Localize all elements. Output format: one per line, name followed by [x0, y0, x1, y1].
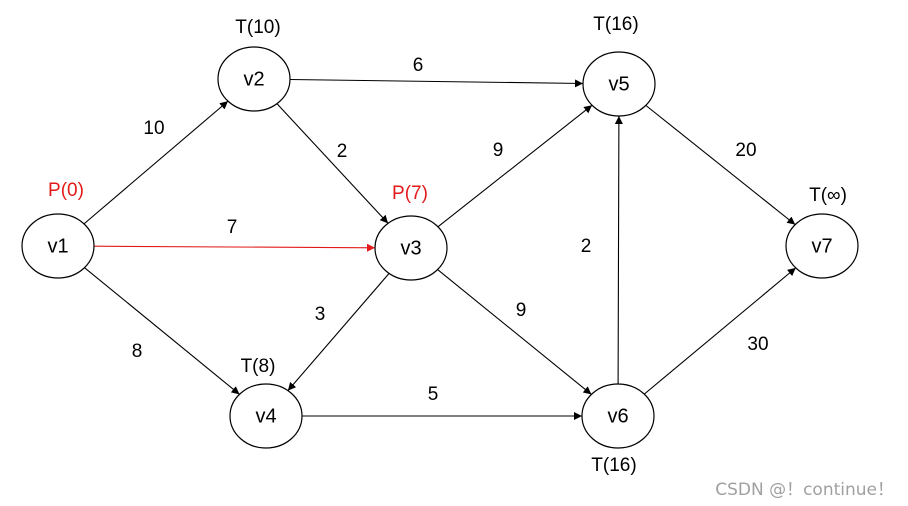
weights-layer: 10 7 8 6 2 9 3 9 5 2 20 30 [132, 55, 769, 405]
edge-weight-v1-v2: 10 [143, 118, 164, 139]
edge-v2-v5 [289, 78, 584, 88]
node-circle-v3 [374, 215, 448, 281]
node-v5: v5 [582, 51, 656, 117]
edge-weight-v1-v4: 8 [132, 341, 143, 362]
node-circle-v6 [581, 383, 655, 449]
node-v7: v7 [785, 213, 859, 279]
node-label-v6: v6 [607, 405, 628, 427]
node-status-v5: T(16) [593, 14, 638, 35]
watermark-text: CSDN @！continue！ [715, 480, 894, 500]
edge-v2-v3 [276, 103, 389, 224]
edge-v1-v3 [93, 243, 376, 252]
edge-weight-v6-v7: 30 [747, 334, 768, 355]
edge-weight-v3-v4: 3 [315, 304, 326, 325]
node-status-v1: P(0) [48, 180, 84, 201]
node-label-v4: v4 [255, 405, 276, 427]
edge-weight-v3-v5: 9 [493, 140, 504, 161]
node-label-v3: v3 [400, 237, 421, 259]
node-label-v7: v7 [811, 235, 832, 257]
node-circle-v4 [229, 383, 303, 449]
node-v2: v2 [217, 46, 291, 112]
node-v6: v6 [581, 383, 655, 449]
edge-weight-v5-v7: 20 [735, 140, 756, 161]
node-status-v2: T(10) [235, 17, 280, 38]
node-label-v5: v5 [608, 73, 629, 95]
edge-v6-v7 [643, 267, 797, 395]
node-label-v1: v1 [47, 235, 68, 257]
edge-weight-v1-v3: 7 [227, 217, 238, 238]
edge-v3-v4 [287, 273, 390, 391]
node-circle-v2 [217, 46, 291, 112]
node-v3: v3 [374, 215, 448, 281]
node-status-v3: P(7) [392, 183, 428, 204]
node-circle-v7 [785, 213, 859, 279]
edge-weight-v4-v6: 5 [428, 384, 439, 405]
edges-layer [83, 78, 797, 420]
edge-v3-v6 [437, 269, 592, 395]
edge-v1-v2 [83, 100, 229, 225]
node-status-v6: T(16) [591, 455, 636, 476]
status-layer: P(0) T(10) P(7) T(8) T(16) T(16) T(∞) [48, 14, 847, 476]
edge-weight-v2-v3: 2 [337, 141, 348, 162]
edge-weight-v3-v6: 9 [516, 300, 527, 321]
node-status-v7: T(∞) [809, 185, 847, 206]
edge-v1-v4 [84, 267, 240, 395]
node-circle-v1 [21, 213, 95, 279]
edge-weight-v2-v5: 6 [413, 55, 424, 76]
edge-v6-v5 [614, 115, 623, 385]
node-circle-v5 [582, 51, 656, 117]
nodes-layer: v1 v2 v3 v4 v5 v6 v7 [21, 46, 859, 449]
node-v1: v1 [21, 213, 95, 279]
edge-weight-v6-v5: 2 [581, 236, 592, 257]
node-status-v4: T(8) [241, 356, 276, 377]
edge-v3-v5 [437, 104, 593, 228]
node-v4: v4 [229, 383, 303, 449]
edge-v5-v7 [645, 104, 796, 226]
node-label-v2: v2 [243, 68, 264, 90]
